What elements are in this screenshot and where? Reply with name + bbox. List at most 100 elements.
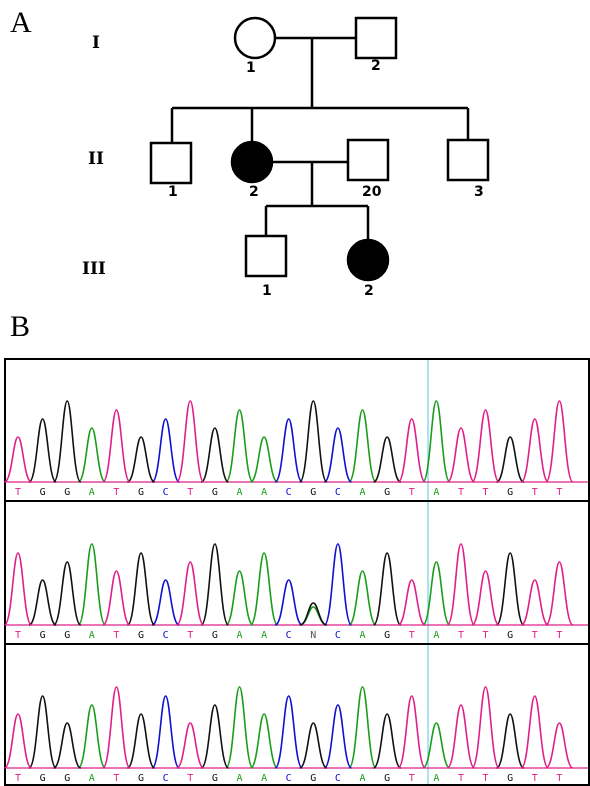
trace-peak [446, 427, 476, 483]
trace-peak [28, 579, 57, 626]
generation-label-iii: III [82, 259, 106, 279]
trace-peak [545, 722, 574, 769]
base-call: G [40, 487, 46, 498]
base-call: T [187, 487, 193, 498]
trace-peak [520, 579, 550, 626]
individual-i-1 [233, 16, 277, 60]
trace-peak [102, 686, 131, 769]
base-call: G [138, 630, 144, 641]
trace-peak [126, 713, 156, 769]
base-call: T [113, 487, 119, 498]
trace-peak [52, 722, 82, 769]
trace-peak [274, 579, 304, 626]
base-call: T [15, 630, 21, 641]
trace-peak [372, 436, 402, 483]
individual-label-ii-3: 3 [474, 184, 484, 200]
base-call: G [310, 487, 316, 498]
base-call: A [236, 773, 242, 784]
panel-b-label: B [10, 310, 31, 343]
base-call: G [64, 487, 70, 498]
trace-peak [28, 695, 57, 769]
base-call: T [556, 487, 562, 498]
trace-peak [372, 552, 402, 626]
chromatogram-frame [4, 358, 590, 786]
base-call: T [483, 487, 489, 498]
base-call: G [40, 630, 46, 641]
base-call: A [236, 487, 242, 498]
base-call: N [310, 630, 316, 641]
trace-peak [4, 552, 33, 626]
base-call: C [163, 773, 169, 784]
base-call: G [64, 630, 70, 641]
trace-peak [52, 400, 82, 483]
base-call: A [360, 773, 366, 784]
trace-peak [175, 400, 205, 483]
base-call: A [360, 487, 366, 498]
base-call: A [89, 487, 95, 498]
base-call: A [261, 773, 267, 784]
trace-peak [175, 722, 205, 769]
base-call: C [335, 773, 341, 784]
base-call: A [360, 630, 366, 641]
trace-peak [151, 418, 180, 483]
trace-peak [4, 436, 33, 483]
individual-label-ii-20: 20 [362, 184, 382, 200]
trace-peak [225, 570, 254, 626]
base-call: T [532, 487, 538, 498]
base-call: T [532, 630, 538, 641]
trace-peak [422, 722, 451, 769]
trace-peak [200, 704, 230, 769]
individual-iii-2 [346, 238, 390, 282]
base-call: A [261, 487, 267, 498]
trace-peak [77, 543, 107, 626]
base-call: G [64, 773, 70, 784]
base-call: T [532, 773, 538, 784]
trace-peak [471, 570, 500, 626]
trace-peak [151, 695, 180, 769]
individual-ii-1 [149, 141, 193, 185]
trace-peak [348, 570, 377, 626]
base-call: A [433, 487, 439, 498]
trace-peak [225, 409, 254, 483]
trace-peak [126, 552, 156, 626]
base-call: T [458, 773, 464, 784]
trace-peak [77, 427, 107, 483]
trace-peak [397, 695, 427, 769]
base-call: A [433, 773, 439, 784]
base-call: T [556, 630, 562, 641]
trace-peak [200, 427, 230, 483]
trace-peak [298, 722, 328, 769]
base-call: T [483, 773, 489, 784]
trace-peak [249, 552, 279, 626]
base-call: G [212, 773, 218, 784]
trace-peak [471, 409, 500, 483]
trace-peak [422, 400, 451, 483]
generation-label-i: I [92, 33, 100, 53]
trace-peak [372, 713, 402, 769]
base-call: T [409, 773, 415, 784]
base-call: G [384, 773, 390, 784]
individual-label-iii-2: 2 [364, 283, 374, 299]
base-call: T [483, 630, 489, 641]
trace-peak [249, 713, 279, 769]
individual-ii-3 [446, 138, 490, 182]
individual-label-ii-2: 2 [249, 184, 259, 200]
base-call: T [409, 487, 415, 498]
individual-label-iii-1: 1 [262, 283, 272, 299]
base-call: G [310, 773, 316, 784]
base-call: G [507, 630, 513, 641]
trace-peak [446, 543, 476, 626]
trace-peak [520, 695, 550, 769]
trace-peak [520, 418, 550, 483]
base-call: T [409, 630, 415, 641]
base-call: A [433, 630, 439, 641]
base-call: C [163, 630, 169, 641]
trace-peak [4, 713, 33, 769]
trace-peak [495, 713, 525, 769]
trace-peak [299, 602, 328, 626]
trace-peak [200, 543, 230, 626]
trace-peak [323, 704, 353, 769]
individual-ii-20 [346, 138, 390, 182]
trace-peak [225, 686, 254, 769]
